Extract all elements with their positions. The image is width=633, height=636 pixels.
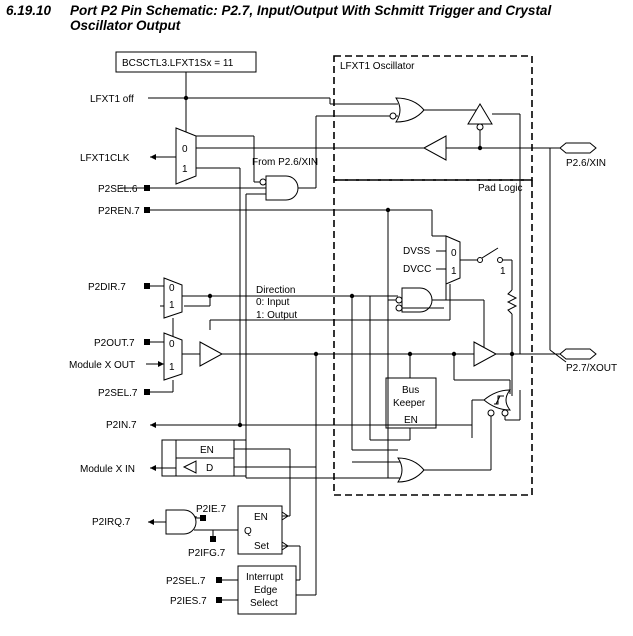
edge-select-line-1: Interrupt (246, 572, 283, 583)
p2out7-label: P2OUT.7 (94, 338, 135, 349)
lfxt1clk-label: LFXT1CLK (80, 153, 130, 164)
dir-mux-1: 1 (169, 300, 175, 311)
direction-input-label: 0: Input (256, 297, 290, 308)
bus-keeper-label-2: Keeper (393, 398, 426, 409)
lfxt1-oscillator-box (333, 55, 533, 181)
schmitt-trigger-gate (483, 389, 512, 411)
module-x-out-label: Module X OUT (69, 360, 135, 371)
p2sel7-label: P2SEL.7 (98, 388, 138, 399)
bus-keeper-en: EN (404, 415, 418, 426)
mux-dvcc-input: 1 (451, 266, 457, 277)
section-number: 6.19.10 (6, 3, 52, 18)
p26-xin-label: P2.6/XIN (566, 158, 606, 169)
p27-xout-label: P2.7/XOUT (566, 363, 617, 374)
edge-select-line-2: Edge (254, 585, 278, 596)
xin-input-buffer (422, 135, 447, 161)
irq-and-gate (165, 509, 197, 535)
pad-and-gate (401, 287, 433, 313)
bottom-or-gate (397, 457, 425, 483)
interrupt-flip-flop (237, 505, 283, 555)
bcsctl3-label: BCSCTL3.LFXT1Sx = 11 (122, 58, 234, 69)
latch-en: EN (200, 445, 214, 456)
pad-logic-box (333, 179, 533, 496)
section-title: 6.19.10 Port P2 Pin Schematic: P2.7, Inpu… (6, 3, 551, 33)
pad-logic-label: Pad Logic (478, 183, 522, 194)
tristate-driver (473, 341, 498, 367)
sel-and-gate (265, 175, 299, 201)
latch-buffer (182, 460, 197, 474)
mux-dvss-input: 0 (451, 248, 457, 259)
p26-xin-pin (559, 142, 597, 154)
mux-input-0: 0 (182, 144, 188, 155)
p2ifg7-label: P2IFG.7 (188, 548, 226, 559)
direction-label: Direction (256, 285, 295, 296)
pull-resistor (506, 289, 518, 315)
schmitt-icon (494, 395, 504, 405)
module-x-in-label: Module X IN (80, 464, 135, 475)
p2in7-label: P2IN.7 (106, 420, 137, 431)
lfxt1-off-label: LFXT1 off (90, 94, 134, 105)
out-mux-1: 1 (169, 362, 175, 373)
oscillator-amp (467, 103, 493, 125)
p27-xout-pin (559, 348, 597, 360)
direction-mux (163, 277, 183, 319)
p2sel7-b-label: P2SEL.7 (166, 576, 206, 587)
direction-output-label: 1: Output (256, 310, 297, 321)
p2ies7-label: P2IES.7 (170, 596, 207, 607)
title-line-1: Port P2 Pin Schematic: P2.7, Input/Outpu… (70, 3, 552, 18)
bus-keeper-label-1: Bus (402, 385, 419, 396)
oscillator-or-gate (395, 97, 425, 123)
dvss-label: DVSS (403, 246, 431, 257)
out-mux-0: 0 (169, 339, 175, 350)
p2ie7-label: P2IE.7 (196, 504, 226, 515)
latch-d: D (206, 463, 213, 474)
p2irq7-label: P2IRQ.7 (92, 517, 131, 528)
lfxt1-oscillator-label: LFXT1 Oscillator (340, 61, 415, 72)
dvss-dvcc-mux (445, 235, 461, 285)
lfxt1clk-mux (175, 127, 197, 185)
ff-q: Q (244, 526, 252, 537)
p2sel6-label: P2SEL.6 (98, 184, 138, 195)
ff-set: Set (254, 541, 269, 552)
dvcc-label: DVCC (403, 264, 431, 275)
pull-switch (481, 247, 499, 259)
output-buffer (199, 341, 224, 367)
ff-en: EN (254, 512, 268, 523)
switch-label: 1 (500, 266, 506, 277)
p2dir7-label: P2DIR.7 (88, 282, 126, 293)
edge-select-line-3: Select (250, 598, 278, 609)
from-p26-xin-label: From P2.6/XIN (252, 157, 318, 168)
dir-mux-0: 0 (169, 283, 175, 294)
title-line-2: Oscillator Output (70, 18, 181, 33)
bus-keeper-box (385, 377, 437, 429)
interrupt-edge-select-box (237, 565, 297, 615)
mux-input-1: 1 (182, 164, 188, 175)
p2ren7-label: P2REN.7 (98, 206, 140, 217)
